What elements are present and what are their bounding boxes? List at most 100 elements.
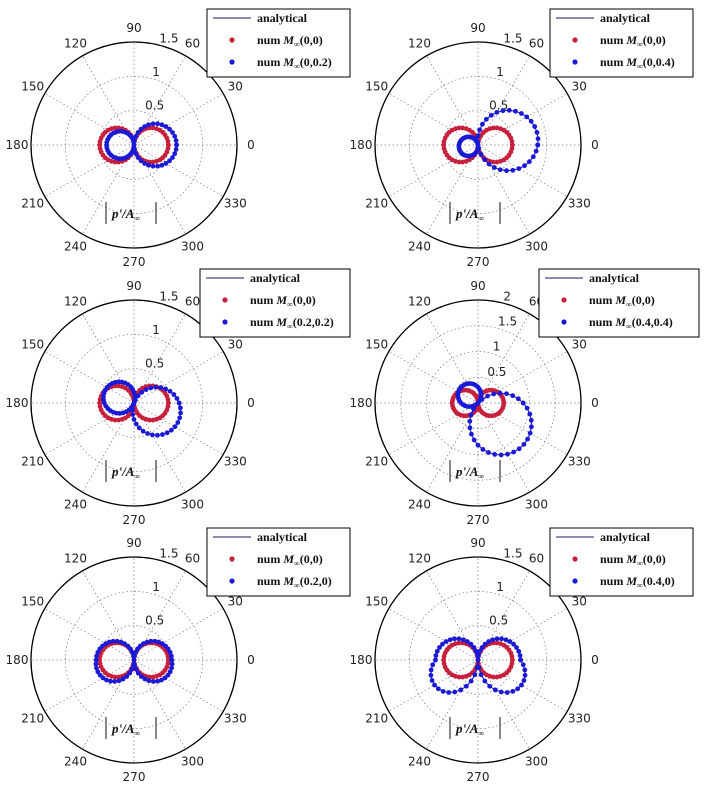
- legend-entry-label: num M∞(0,0): [250, 293, 316, 309]
- series-point: [127, 670, 133, 676]
- angle-tick-label: 120: [408, 552, 431, 566]
- series-point: [177, 415, 183, 421]
- series-point: [163, 386, 168, 392]
- series-point: [464, 639, 470, 644]
- series-point: [463, 683, 469, 689]
- angle-tick-label: 120: [64, 295, 87, 309]
- series-point: [165, 404, 171, 409]
- series-point: [503, 637, 509, 643]
- series-point: [170, 130, 175, 135]
- angle-tick-label: 240: [408, 497, 431, 511]
- radial-axis-label: p'/A∞: [105, 717, 157, 739]
- series-point: [516, 446, 522, 452]
- angle-tick-label: 90: [470, 536, 485, 550]
- series-point: [165, 661, 171, 666]
- series-point: [150, 432, 155, 438]
- polar-spoke: [477, 402, 530, 493]
- series-point: [491, 391, 497, 397]
- radial-tick-label: 0.5: [145, 98, 164, 112]
- polar-outer-ring: [374, 556, 582, 764]
- series-point: [507, 639, 513, 644]
- series-point: [131, 657, 137, 663]
- angle-tick-label: 270: [123, 770, 146, 784]
- series-point: [133, 666, 139, 672]
- legend-entry-label: analytical: [257, 530, 308, 544]
- series-point: [116, 678, 122, 684]
- series-point: [452, 689, 458, 695]
- legend-box: [206, 527, 351, 597]
- series-point: [488, 112, 494, 118]
- series-point: [106, 639, 112, 645]
- series-point: [475, 653, 480, 658]
- series-point: [513, 108, 518, 114]
- series-point: [140, 428, 146, 434]
- series-point: [146, 674, 152, 680]
- series-point: [475, 442, 481, 448]
- radial-axis-label: p'/A∞: [105, 202, 157, 224]
- series-point: [104, 677, 109, 683]
- legend-entry-label: num M∞(0.2,0): [257, 574, 332, 590]
- legend-entry-label-inf: ∞: [287, 322, 293, 331]
- polar-chart-5: 03060901201501802102402703003300.511.5p'…: [6, 527, 351, 784]
- series-point: [482, 157, 487, 163]
- series-point: [159, 641, 165, 647]
- radial-label-text: p'/A∞: [111, 464, 140, 481]
- legend-box: [199, 268, 351, 338]
- series-point: [171, 392, 177, 397]
- polar-spoke: [426, 313, 479, 404]
- radial-tick-label: 1.5: [498, 314, 517, 328]
- radial-label-main: p'/A: [455, 721, 479, 736]
- series-point: [116, 383, 122, 389]
- legend-entry-label: analytical: [600, 530, 651, 544]
- angle-tick-label: 30: [572, 595, 587, 609]
- angle-tick-label: 330: [224, 455, 247, 469]
- series-point: [130, 407, 135, 412]
- legend-entry-label: num M∞(0,0.4): [600, 55, 675, 71]
- series-point: [148, 638, 154, 644]
- radial-label-inf: ∞: [478, 214, 484, 223]
- legend-entry-label-prefix: num: [600, 552, 626, 566]
- angle-tick-label: 120: [64, 552, 87, 566]
- angle-tick-label: 210: [365, 712, 388, 726]
- series-point: [169, 661, 175, 667]
- series-point: [460, 637, 466, 643]
- series-point: [490, 159, 496, 165]
- legend-dot-marker: [222, 319, 228, 325]
- legend-entry-label-m: M: [625, 55, 637, 69]
- angle-tick-label: 240: [64, 239, 87, 253]
- series-point: [172, 151, 178, 157]
- radial-tick-label: 1: [496, 580, 504, 594]
- legend-entry-label-m: M: [275, 315, 287, 329]
- series-point: [114, 638, 120, 644]
- series-point: [511, 449, 517, 455]
- polar-spoke: [477, 144, 568, 197]
- legend-box: [538, 268, 700, 338]
- series-point: [170, 155, 175, 160]
- series-point: [146, 122, 152, 128]
- legend-entry-label-prefix: num: [600, 55, 626, 69]
- legend-box: [549, 8, 694, 78]
- angle-tick-label: 330: [568, 712, 591, 726]
- series-point: [153, 384, 159, 390]
- polar-spoke: [44, 351, 135, 404]
- series-point: [146, 417, 152, 423]
- angle-tick-label: 150: [365, 80, 388, 94]
- series-point: [521, 678, 527, 683]
- series-point: [159, 677, 164, 683]
- series-point: [497, 390, 503, 396]
- polar-spoke: [477, 93, 568, 146]
- legend-entry-label: num M∞(0.4,0.4): [589, 315, 673, 331]
- series-point: [510, 393, 516, 399]
- series-point: [528, 118, 534, 124]
- legend-entry-label-inf: ∞: [637, 559, 643, 568]
- legend-entry-label-prefix: num: [257, 574, 283, 588]
- angle-tick-label: 90: [470, 21, 485, 35]
- legend-entry-label-args: (0,0): [300, 552, 323, 566]
- series-point: [131, 653, 136, 659]
- series-point: [504, 391, 509, 397]
- angle-tick-label: 300: [525, 239, 548, 253]
- series-point: [174, 142, 179, 148]
- radial-tick-label: 0.5: [145, 356, 164, 370]
- polar-spoke: [44, 144, 135, 197]
- legend-entry-label: num M∞(0.4,0): [600, 574, 675, 590]
